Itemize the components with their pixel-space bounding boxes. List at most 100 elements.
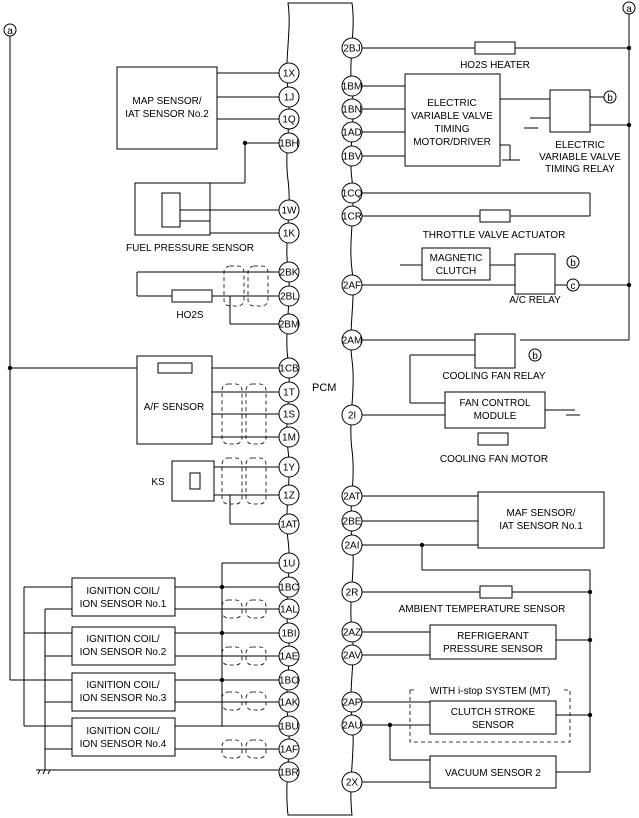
pin-label: 2AU	[342, 721, 361, 732]
pin-label: 1CR	[342, 212, 362, 223]
pin-left-1W: 1W	[278, 199, 300, 221]
pin-left-2BM: 2BM	[278, 313, 300, 335]
pin-label: 2I	[348, 411, 356, 422]
pin-left-2BL: 2BL	[278, 285, 300, 307]
ign2-label-2: ION SENSOR No.2	[80, 647, 167, 658]
pin-left-1AT: 1AT	[278, 513, 300, 535]
pin-label: 1BH	[279, 139, 298, 150]
ground-icon	[36, 769, 54, 775]
ac-relay: b c A/C RELAY	[360, 253, 580, 306]
pin-right-2I: 2I	[341, 404, 363, 426]
ho2s-label: HO2S	[176, 310, 204, 321]
pin-label: 1BC	[279, 583, 298, 594]
throttle-actuator-label: THROTTLE VALVE ACTUATOR	[423, 230, 566, 241]
pin-label: 1AE	[280, 652, 299, 663]
fan-relay-marker: b	[532, 351, 538, 362]
ks-label: KS	[151, 477, 165, 488]
evvt-motor-label-1: ELECTRIC	[427, 98, 476, 109]
pin-left-2BK: 2BK	[278, 261, 300, 283]
pin-right-1AD: 1AD	[341, 121, 363, 143]
evvt-relay-label-3: TIMING RELAY	[545, 164, 615, 175]
ign4-label-1: IGNITION COIL/	[86, 726, 160, 737]
evvt-motor-label-2: VARIABLE VALVE	[411, 111, 493, 122]
pin-left-1Z: 1Z	[278, 484, 300, 506]
pin-left-1BI: 1BI	[278, 622, 300, 644]
pin-right-2AP: 2AP	[341, 691, 363, 713]
pin-right-2AI: 2AI	[341, 534, 363, 556]
pin-label: 2AT	[343, 492, 361, 503]
throttle-actuator: THROTTLE VALVE ACTUATOR	[360, 192, 591, 241]
istop-group: WITH i-stop SYSTEM (MT) CLUTCH STROKE SE…	[360, 686, 593, 760]
pin-left-1X: 1X	[278, 62, 300, 84]
ho2s-heater: HO2S HEATER	[460, 41, 530, 71]
map-sensor-label-2: IAT SENSOR No.2	[125, 109, 209, 120]
magnetic-clutch: MAGNETIC CLUTCH	[400, 247, 515, 281]
pin-left-1U: 1U	[278, 552, 300, 574]
pin-label: 1W	[282, 206, 298, 217]
pin-label: 1U	[283, 559, 296, 570]
pin-label: 1AF	[280, 745, 298, 756]
pin-label: 2BE	[343, 517, 362, 528]
ign3-label-2: ION SENSOR No.3	[80, 693, 167, 704]
evvt-relay-label-2: VARIABLE VALVE	[539, 152, 621, 163]
evvt-motor-label-4: MOTOR/DRIVER	[413, 137, 491, 148]
pin-left-1Y: 1Y	[278, 456, 300, 478]
cooling-fan-relay: b COOLING FAN RELAY	[360, 333, 546, 403]
pin-label: 1CB	[279, 364, 299, 375]
pin-left-1AF: 1AF	[278, 738, 300, 760]
pin-label: 1M	[282, 433, 296, 444]
pin-label: 2X	[346, 778, 359, 789]
af-sensor: A/F SENSOR	[136, 355, 280, 445]
refrigerant-sensor: REFRIGERANT PRESSURE SENSOR	[360, 624, 593, 660]
pin-left-1AK: 1AK	[278, 691, 300, 713]
pin-label: 2R	[346, 588, 359, 599]
pin-left-1BU: 1BU	[278, 715, 300, 737]
pin-label: 1BI	[281, 629, 296, 640]
pin-left-1AE: 1AE	[278, 645, 300, 667]
ign3-label-1: IGNITION COIL/	[86, 680, 160, 691]
pin-label: 2BK	[280, 268, 299, 279]
pin-label: 1AK	[280, 698, 299, 709]
pin-label: 1Y	[283, 463, 296, 474]
pin-left-1M: 1M	[278, 426, 300, 448]
pin-left-1BR: 1BR	[278, 761, 300, 783]
pin-label: 1BU	[279, 722, 298, 733]
refrigerant-label-2: PRESSURE SENSOR	[443, 644, 543, 655]
pin-label: 1K	[283, 229, 296, 240]
ign2-label-1: IGNITION COIL/	[86, 634, 160, 645]
pin-left-1BO: 1BO	[278, 669, 300, 691]
pin-right-2AV: 2AV	[341, 644, 363, 666]
maf-sensor: MAF SENSOR/ IAT SENSOR No.1	[360, 491, 605, 772]
evvt-relay: b ELECTRIC VARIABLE VALVE TIMING RELAY	[524, 89, 621, 175]
fan-control-module: FAN CONTROL MODULE	[360, 391, 580, 429]
ambient-temp-sensor-label: AMBIENT TEMPERATURE SENSOR	[399, 604, 566, 615]
pin-right-1CQ: 1CQ	[341, 182, 363, 204]
ho2s: HO2S	[136, 265, 280, 325]
cooling-fan-motor: COOLING FAN MOTOR	[440, 432, 548, 465]
evvt-motor: ELECTRIC VARIABLE VALVE TIMING MOTOR/DRI…	[360, 73, 550, 167]
pin-left-1S: 1S	[278, 403, 300, 425]
magnetic-clutch-label-2: CLUTCH	[436, 266, 477, 277]
bus-marker-right: a	[626, 4, 632, 15]
pin-left-1K: 1K	[278, 222, 300, 244]
evvt-relay-label-1: ELECTRIC	[555, 140, 604, 151]
pin-right-2BE: 2BE	[341, 510, 363, 532]
cooling-fan-relay-label: COOLING FAN RELAY	[442, 371, 546, 382]
pin-label: 2BL	[280, 292, 298, 303]
pin-label: 2AZ	[343, 628, 361, 639]
pcm-pins-left: 1X 1J 1Q 1BH 1W 1K 2BK 2BL 2BM 1CB 1T 1S 1M 1Y 1Z 1AT 1U…	[278, 62, 300, 783]
pin-right-2AU: 2AU	[341, 714, 363, 736]
pin-left-1T: 1T	[278, 381, 300, 403]
clutch-stroke-label-2: SENSOR	[472, 720, 514, 731]
pcm-label: PCM	[312, 382, 336, 394]
pin-label: 1J	[284, 93, 295, 104]
knock-sensor: KS	[151, 457, 280, 525]
pin-left-1Q: 1Q	[278, 108, 300, 130]
pin-label: 2AF	[343, 281, 361, 292]
pin-left-1BH: 1BH	[278, 132, 300, 154]
refrigerant-label-1: REFRIGERANT	[457, 631, 529, 642]
pin-label: 2AI	[344, 541, 359, 552]
magnetic-clutch-label-1: MAGNETIC	[430, 253, 483, 264]
pin-label: 2BJ	[343, 44, 360, 55]
pin-label: 1T	[283, 388, 295, 399]
